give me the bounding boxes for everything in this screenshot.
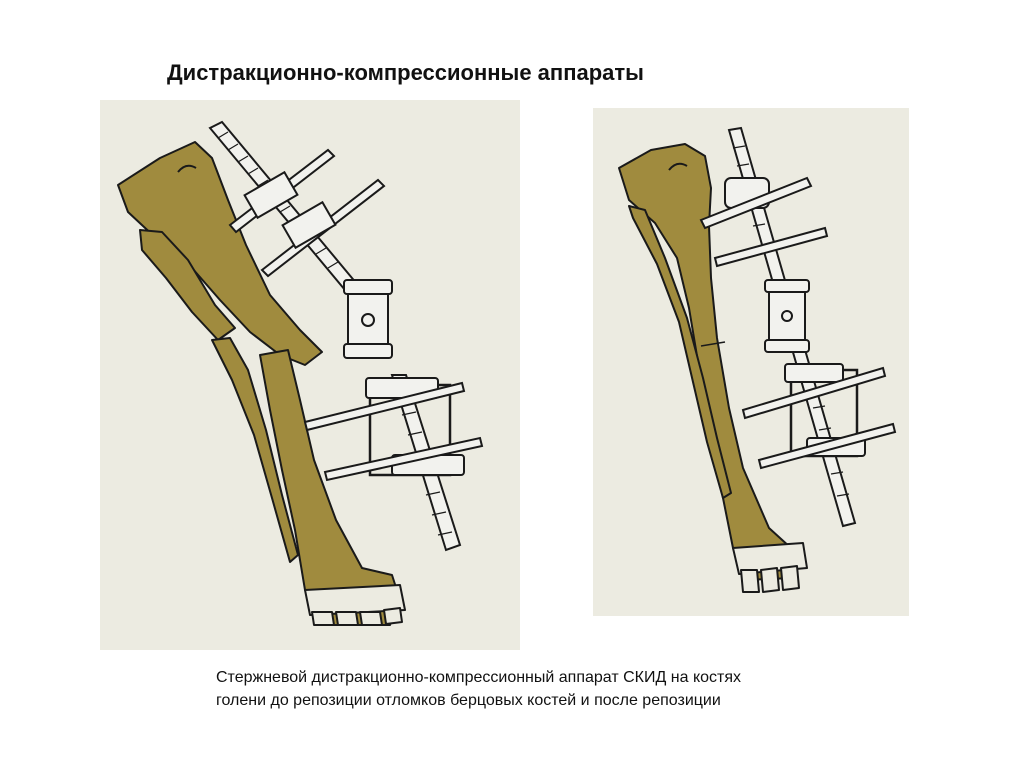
fibula [628,205,732,499]
pin-lower-1 [741,366,887,420]
fibula-upper-fragment [139,229,236,341]
skid-apparatus-after [699,126,897,528]
clamp-lower-top [784,363,844,383]
illustration-before-reposition [100,100,520,650]
foot-bones [732,542,808,593]
figure-caption: Стержневой дистракционно-компрессионный … [216,666,916,712]
caption-line-1: Стержневой дистракционно-компрессионный … [216,669,742,686]
skid-apparatus-before [208,120,484,552]
fibula-lower-fragment [211,337,299,563]
coupling-nut-bottom [764,339,810,353]
fracture-line [700,341,726,347]
condyle-mark [177,164,197,173]
coupling-nut-top [764,279,810,293]
pin-lower-1 [303,381,466,432]
pin-lower-2 [323,436,484,482]
condyle-mark [668,162,688,171]
illustration-after-reposition [593,108,909,616]
pin-upper-1 [699,176,813,230]
pin-lower-2 [757,422,897,470]
pin-upper-2 [713,226,829,268]
foot-bones [304,584,406,626]
page-title: Дистракционно-компрессионные аппараты [167,60,644,85]
coupling-screw [361,313,375,327]
coupling-nut-top [343,279,393,295]
clamp-upper-1 [243,170,299,220]
coupling-nut-bottom [343,343,393,359]
clamp-upper-2 [281,200,337,250]
caption-line-2: голени до репозиции отломков берцовых ко… [216,692,721,709]
coupling-screw [781,310,793,322]
